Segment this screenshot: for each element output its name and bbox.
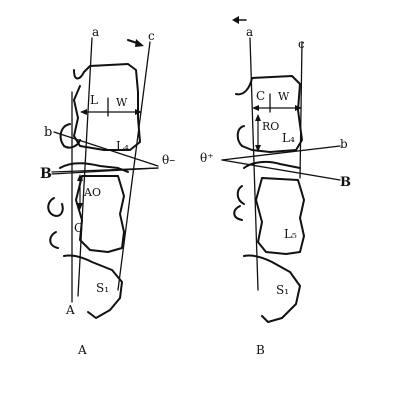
panel-b-rotation-arrowhead (232, 16, 239, 24)
panel-a-facet-upper (47, 197, 64, 217)
panel-b: a c C W RO L₄ b θ⁺ B L₅ S₁ B (200, 16, 351, 357)
panel-b-label-l5: L₅ (284, 227, 297, 241)
panel-a-dim-arrowhead-left (80, 109, 87, 115)
panel-a-ao-arrowhead-bottom (77, 203, 83, 210)
panel-b-label-c: c (298, 37, 305, 51)
panel-a-label-s1: S₁ (96, 281, 109, 295)
panel-b-line-b (221, 145, 341, 161)
panel-a-l5-vertebra (75, 175, 125, 253)
panel-b-disc (243, 160, 301, 169)
panel-b-label-ro: RO (262, 120, 279, 133)
panel-a-label-point-c: C (74, 221, 83, 235)
panel-a-line-c (117, 41, 151, 291)
panel-b-label-angle: θ⁺ (200, 151, 214, 165)
panel-a-label-b: b (44, 125, 52, 140)
panel-a-label-l4: L₄ (116, 139, 129, 153)
panel-b-label-c-dim: C (256, 89, 265, 103)
panel-a-l4-vertebra (73, 63, 141, 151)
panel-b-l4-vertebra (235, 75, 303, 153)
panel-a-label-big-b: B (40, 166, 52, 182)
panel-a-sacrum (63, 254, 123, 319)
panel-b-line-a (249, 37, 259, 291)
panel-a-line-b (53, 131, 159, 167)
panel-b-facet-upper (236, 185, 245, 205)
panel-b-label-w: W (278, 90, 290, 103)
panel-a-label-c: c (148, 29, 155, 43)
panel-b-label-b: b (340, 137, 348, 151)
panel-a: a c L W b L₄ θ– B AO C S₁ A A (40, 25, 175, 357)
panel-a-disc (59, 162, 129, 173)
panel-a-label-w: W (116, 96, 128, 109)
panel-a-dim-arrowhead-right (135, 109, 142, 115)
panel-b-ro-arrowhead-top (255, 114, 261, 121)
panel-b-label-a: a (246, 25, 253, 39)
panel-a-ao-arrowhead-top (77, 174, 83, 181)
panel-a-line-a (77, 37, 93, 297)
panel-a-angle-lower (51, 167, 159, 175)
panel-a-label-big-a: A (65, 303, 75, 317)
panel-a-label-angle: θ– (162, 153, 175, 167)
panel-a-label-l: L (90, 93, 98, 107)
panel-a-l4-posterior (59, 123, 81, 149)
panel-a-label-ao: AO (83, 186, 101, 199)
panel-a-label-a: a (92, 25, 99, 39)
panel-b-dim-arrowhead-right (295, 105, 302, 111)
panel-b-label-big-b: B (340, 175, 351, 190)
panel-b-facet-lower (233, 205, 243, 221)
panel-b-l4-posterior (236, 125, 245, 147)
panel-b-label-l4: L₄ (282, 131, 295, 145)
panel-b-label-s1: S₁ (276, 283, 289, 297)
panel-b-sacrum (243, 254, 301, 323)
panel-b-caption: B (256, 343, 265, 357)
panel-a-rotation-arrowhead (135, 39, 144, 47)
panel-a-facet-lower (49, 231, 59, 249)
panel-b-line-big-b (221, 159, 341, 181)
panel-b-l5-vertebra (255, 177, 305, 255)
panel-b-dim-arrowhead-left (252, 105, 259, 111)
panel-b-ro-arrowhead-bottom (255, 145, 261, 152)
panel-b-line-c (299, 41, 303, 179)
panel-a-caption: A (77, 343, 87, 357)
